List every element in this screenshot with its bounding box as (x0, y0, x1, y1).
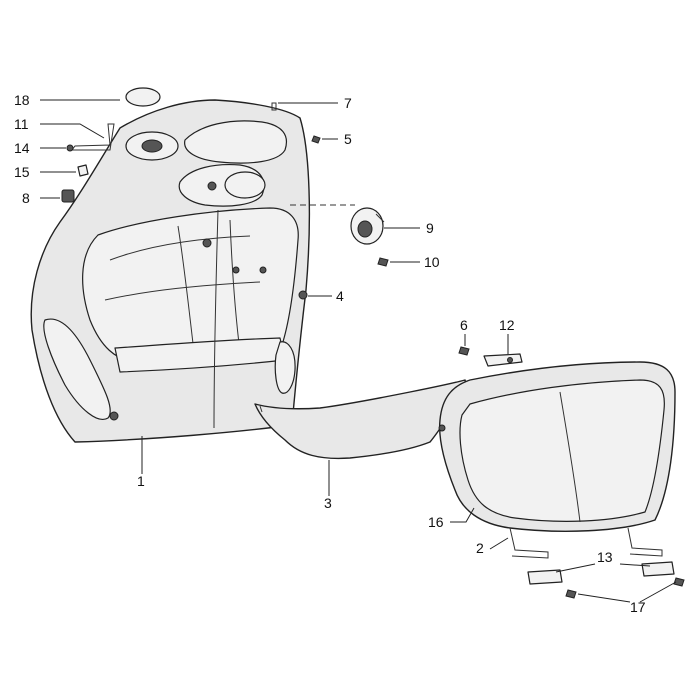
support-legs-part (509, 527, 663, 559)
round-cap-part (125, 87, 161, 107)
callout-6: 6 (460, 317, 468, 333)
callout-labels: 1 2 3 4 5 6 7 8 9 10 11 12 13 14 15 16 1… (14, 92, 646, 615)
callout-12: 12 (499, 317, 515, 333)
screw-part-5 (311, 135, 321, 144)
screw-part-6 (458, 346, 470, 356)
block-part (61, 189, 75, 203)
latch-rod-part (66, 123, 115, 152)
front-shield-part (30, 99, 311, 443)
callout-14: 14 (14, 140, 30, 156)
socket-part (290, 204, 385, 245)
callout-1: 1 (137, 473, 145, 489)
callout-2: 2 (476, 540, 484, 556)
socket-screw-part (377, 257, 389, 267)
callout-5: 5 (344, 131, 352, 147)
side-panel-part (438, 361, 676, 532)
callout-17: 17 (630, 599, 646, 615)
support-brackets-part (527, 561, 675, 585)
callout-11: 11 (14, 116, 29, 132)
nut-part (298, 290, 308, 300)
bracket-screws-part (565, 577, 685, 599)
callout-10: 10 (424, 254, 440, 270)
callout-9: 9 (426, 220, 434, 236)
callout-16: 16 (428, 514, 444, 530)
callout-4: 4 (336, 288, 344, 304)
callout-7: 7 (344, 95, 352, 111)
bracket-part (483, 353, 523, 367)
callout-18: 18 (14, 92, 30, 108)
callout-8: 8 (22, 190, 30, 206)
leader-lines (40, 99, 677, 603)
screw-part-7 (271, 102, 277, 111)
small-clip-part (77, 164, 89, 177)
callout-3: 3 (324, 495, 332, 511)
callout-15: 15 (14, 164, 30, 180)
callout-13: 13 (597, 549, 613, 565)
